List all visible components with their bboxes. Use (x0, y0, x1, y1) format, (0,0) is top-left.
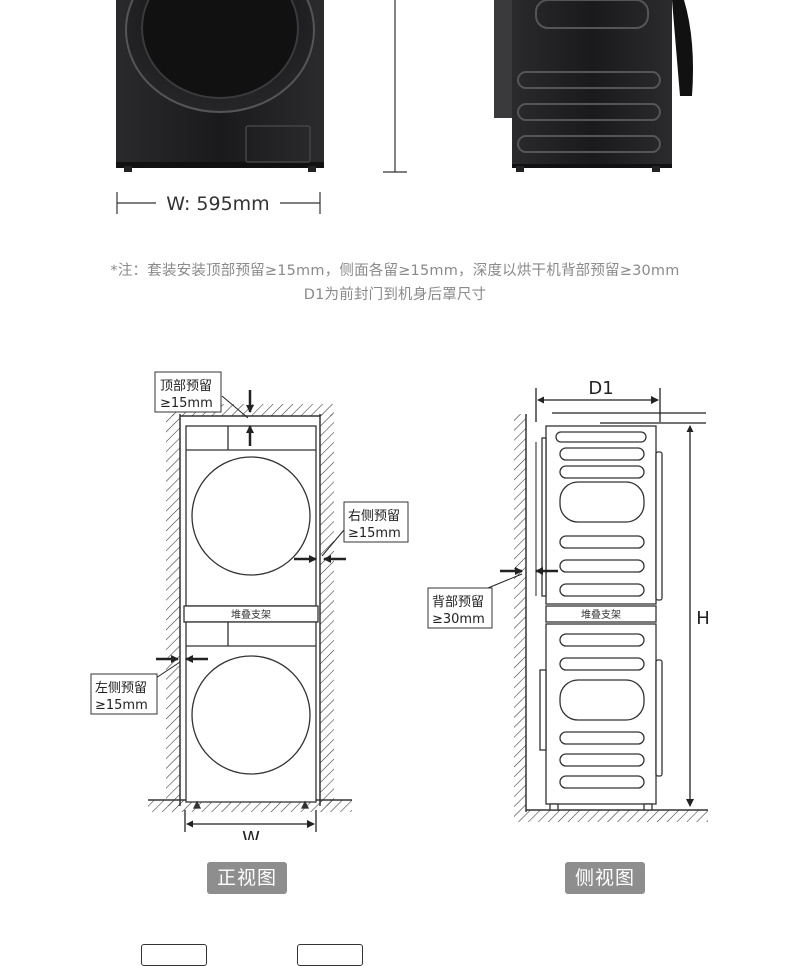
height-label: H (696, 608, 710, 629)
svg-text:≥15mm: ≥15mm (348, 526, 401, 541)
right-clearance-callout: 右侧预留 ≥15mm (343, 501, 409, 543)
depth-label: D1 (588, 378, 613, 399)
height-dimension (552, 412, 706, 807)
width-label: W: 595mm (166, 193, 269, 215)
bottom-tab-left (141, 944, 207, 966)
width-dimension (116, 192, 321, 214)
product-photo-area: W: 595mm (116, 0, 693, 215)
svg-text:顶部预留: 顶部预留 (160, 379, 212, 394)
install-note-line2: D1为前封门到机身后罩尺寸 (303, 287, 487, 303)
side-stack-bracket (545, 605, 657, 623)
side-view-badge: 侧视图 (565, 862, 646, 894)
back-clearance-callout: 背部预留 ≥30mm (427, 587, 493, 629)
washer-side-photo (494, 0, 693, 172)
svg-text:背部预留: 背部预留 (432, 595, 484, 610)
svg-text:≥15mm: ≥15mm (160, 396, 213, 411)
front-upper-dryer (185, 425, 317, 607)
left-clearance-arrows (155, 655, 208, 679)
bottom-tab-right (297, 944, 363, 966)
top-clearance-arrows (221, 390, 254, 446)
washer-front-photo (116, 0, 324, 172)
svg-text:≥15mm: ≥15mm (95, 698, 148, 713)
svg-text:≥30mm: ≥30mm (432, 612, 485, 627)
height-dimension-line (383, 0, 407, 173)
svg-text:左侧预留: 左侧预留 (95, 681, 147, 696)
side-view-diagram: D1 H 堆叠支架 (427, 378, 710, 822)
front-width-dimension (184, 810, 317, 832)
side-stack-bracket-label: 堆叠支架 (581, 609, 621, 621)
front-lower-washer (185, 621, 317, 809)
front-stack-bracket-label: 堆叠支架 (231, 609, 271, 621)
front-view-diagram: 堆叠支架 顶部预留 ≥15mm 右侧预留 ≥15mm 左侧预留 (90, 371, 409, 840)
back-clearance-arrows (487, 442, 558, 596)
top-clearance-callout: 顶部预留 ≥15mm (154, 371, 222, 413)
left-clearance-callout: 左侧预留 ≥15mm (90, 673, 158, 715)
right-clearance-arrows (294, 529, 346, 563)
side-lower-washer (539, 623, 663, 811)
front-width-label: W (242, 828, 260, 840)
depth-dimension (535, 388, 661, 422)
svg-text:右侧预留: 右侧预留 (348, 509, 400, 524)
side-upper-dryer (541, 425, 663, 605)
side-walls (514, 414, 708, 822)
install-note-line1: *注：套装安装顶部预留≥15mm，侧面各留≥15mm，深度以烘干机背部预留≥30… (110, 263, 680, 279)
front-view-badge: 正视图 (207, 862, 288, 894)
